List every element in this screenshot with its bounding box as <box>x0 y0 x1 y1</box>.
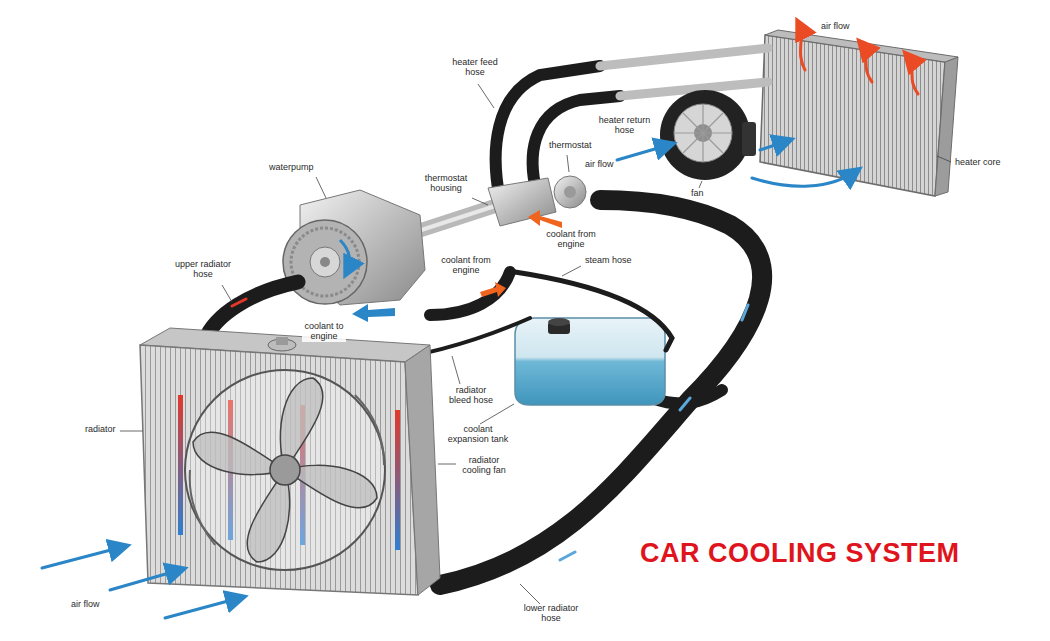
air-flow-arrows <box>760 140 790 150</box>
part-label: coolant from engine <box>440 256 492 276</box>
steam-and-bleed-hoses <box>515 272 672 350</box>
water-pump <box>320 257 330 267</box>
radiator <box>405 345 440 595</box>
leader-lines <box>438 464 456 465</box>
leader-lines <box>120 431 143 432</box>
air-flow-arrows <box>42 546 243 618</box>
air-flow-arrows <box>752 170 858 186</box>
radiator <box>140 328 440 595</box>
leader-lines <box>567 155 569 172</box>
blower-fan <box>660 90 750 180</box>
radiator <box>178 395 183 535</box>
engine-hose <box>430 272 510 315</box>
part-label: heater core <box>954 158 1002 168</box>
thermostat-housing <box>554 176 586 208</box>
leader-lines <box>478 84 494 108</box>
radiator-cooling-fan <box>355 395 384 465</box>
leader-lines <box>472 198 488 205</box>
blower-fan <box>742 122 756 156</box>
leader-lines <box>222 285 232 302</box>
leader-lines <box>316 177 326 198</box>
water-pump <box>310 247 340 277</box>
leader-lines <box>937 156 951 162</box>
part-label: radiator bleed hose <box>446 386 496 406</box>
water-pump <box>352 304 395 322</box>
part-label: steam hose <box>584 256 633 266</box>
blower-fan <box>674 104 732 162</box>
radiator-cooling-fan <box>185 370 385 570</box>
lower-radiator-hose <box>440 200 762 585</box>
part-label: thermostat <box>548 141 593 151</box>
leader-lines <box>452 356 460 384</box>
water-pump <box>283 220 367 304</box>
leader-lines <box>120 84 951 604</box>
lower-radiator-hose <box>440 200 762 585</box>
leader-lines <box>562 266 581 276</box>
radiator <box>395 410 400 550</box>
engine-hose <box>480 282 506 297</box>
air-flow-arrows <box>110 569 183 590</box>
part-label: thermostat housing <box>420 174 472 194</box>
radiator-cooling-fan <box>190 470 215 545</box>
air-flow-arrows <box>42 546 126 568</box>
part-label: air flow <box>70 600 101 610</box>
part-label: lower radiator hose <box>520 604 582 624</box>
part-label: radiator cooling fan <box>458 456 510 476</box>
heater-hoses <box>600 48 768 66</box>
air-flow-arrows <box>906 54 918 94</box>
leader-lines <box>520 584 540 604</box>
part-label: coolant to engine <box>302 322 346 342</box>
radiator <box>140 345 418 595</box>
part-label: fan <box>690 189 705 199</box>
radiator-cooling-fan <box>270 455 300 485</box>
part-label: heater return hose <box>596 116 653 136</box>
coolant-expansion-tank <box>548 318 570 326</box>
coolant-expansion-tank <box>515 318 665 405</box>
radiator <box>276 337 288 345</box>
leader-lines <box>480 404 514 424</box>
heater-core <box>935 57 958 196</box>
part-label: air flow <box>584 160 615 170</box>
part-label: heater feed hose <box>448 58 502 78</box>
radiator-cooling-fan <box>185 370 385 570</box>
coolant-expansion-tank <box>515 318 665 405</box>
heater-hoses <box>533 96 620 185</box>
water-pump <box>340 240 349 274</box>
part-label: coolant from engine <box>545 230 597 250</box>
diagram-title: CAR COOLING SYSTEM <box>640 538 960 569</box>
upper-radiator-hose <box>232 299 246 306</box>
part-label: waterpump <box>268 163 315 173</box>
thermostat-housing <box>528 210 562 228</box>
part-label: coolant expansion tank <box>446 425 510 445</box>
blower-fan <box>674 104 732 162</box>
blower-fan <box>660 90 756 180</box>
air-flow-arrows <box>617 144 672 160</box>
air-flow-arrows <box>165 597 243 618</box>
part-label: upper radiator hose <box>172 260 234 280</box>
air-flow-arrows <box>798 22 805 70</box>
water-pump <box>283 190 425 322</box>
radiator-cooling-fan <box>193 378 377 562</box>
heater-hoses <box>496 48 768 200</box>
part-label: air flow <box>820 22 851 32</box>
engine-hose <box>430 272 510 315</box>
air-flow-arrows <box>860 42 872 82</box>
leader-lines <box>699 181 702 188</box>
thermostat-housing <box>564 186 576 198</box>
air-flow-arrows <box>617 22 918 186</box>
part-label: radiator <box>84 425 117 435</box>
